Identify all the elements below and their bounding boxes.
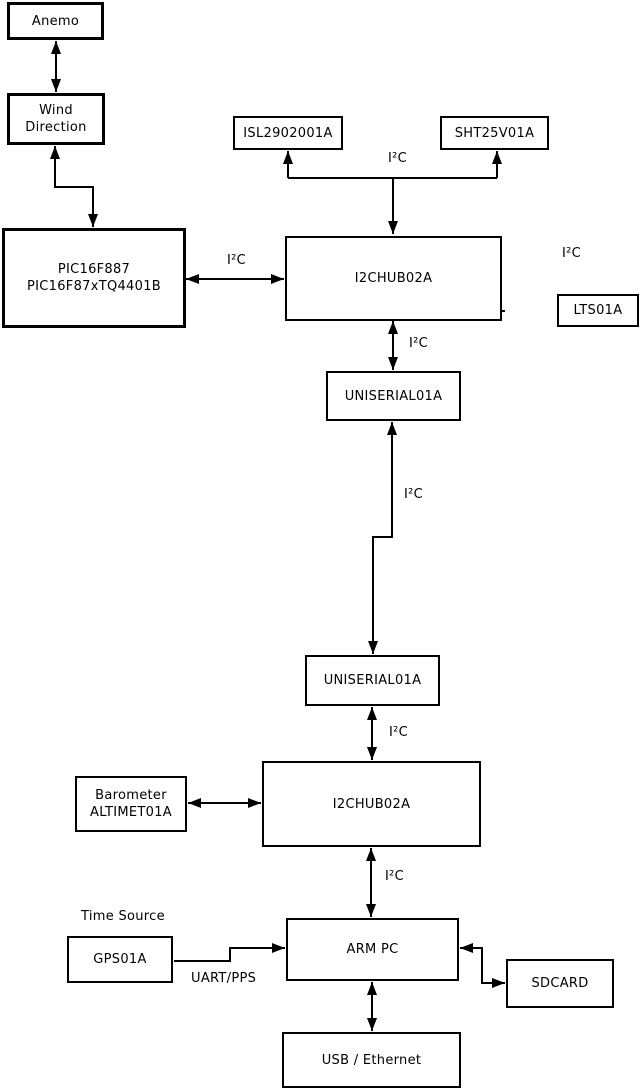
box-sht-sensor: SHT25V01A bbox=[440, 116, 549, 150]
box-label: LTS01A bbox=[573, 303, 623, 318]
label-i2c-pic-hub: I²C bbox=[227, 253, 247, 268]
connector-hub2-armpc bbox=[366, 848, 376, 917]
box-lts-sensor: LTS01A bbox=[557, 294, 639, 327]
label-i2c-uniserial2-hub2: I²C bbox=[389, 725, 409, 740]
connector-anemo-wind bbox=[51, 41, 61, 92]
connector-armpc-usb bbox=[367, 982, 377, 1031]
connector-pic-hub1 bbox=[186, 274, 284, 284]
box-isl-sensor: ISL2902001A bbox=[233, 116, 343, 150]
box-label: GPS01A bbox=[93, 952, 147, 967]
label-i2c-hub-lts: I²C bbox=[562, 246, 582, 261]
connector-hub1-uniserial1 bbox=[388, 321, 398, 370]
box-label: ARM PC bbox=[346, 942, 399, 957]
connector-uniserial2-hub2 bbox=[367, 707, 377, 760]
box-label: USB / Ethernet bbox=[321, 1052, 422, 1068]
box-label: Barometer bbox=[95, 788, 167, 803]
connector-armpc-sdcard bbox=[460, 943, 505, 988]
box-label: Direction bbox=[25, 120, 87, 135]
connector-barometer-hub2 bbox=[188, 798, 261, 808]
box-label: PIC16F87xTQ4401B bbox=[27, 279, 161, 294]
connector-gps-armpc bbox=[174, 943, 285, 962]
box-barometer: Barometer ALTIMET01A bbox=[75, 776, 187, 832]
box-sdcard: SDCARD bbox=[506, 959, 614, 1008]
box-label: Wind bbox=[39, 103, 73, 118]
box-label: I2CHUB02A bbox=[354, 271, 433, 286]
connector-hub1-sensors bbox=[283, 151, 502, 234]
label-time-source: Time Source bbox=[81, 909, 165, 924]
label-i2c-uniserial-link: I²C bbox=[404, 487, 424, 502]
label-i2c-hub2-armpc: I²C bbox=[385, 869, 405, 884]
connector-wind-pic bbox=[50, 146, 98, 227]
box-pic-mcu: PIC16F887 PIC16F87xTQ4401B bbox=[2, 228, 186, 328]
box-anemo: Anemo bbox=[7, 2, 104, 40]
connector-uniserial1-uniserial2 bbox=[368, 422, 397, 654]
box-usb-ethernet: USB / Ethernet bbox=[282, 1032, 461, 1088]
box-label: PIC16F887 bbox=[57, 262, 131, 277]
box-arm-pc: ARM PC bbox=[286, 918, 459, 981]
box-label: SHT25V01A bbox=[454, 125, 535, 141]
box-i2c-hub-1: I2CHUB02A bbox=[285, 236, 502, 321]
box-wind-direction: Wind Direction bbox=[7, 93, 105, 145]
box-label: ISL2902001A bbox=[243, 125, 333, 141]
box-label: UNISERIAL01A bbox=[344, 388, 443, 404]
label-i2c-hub1-uniserial1: I²C bbox=[409, 336, 429, 351]
label-i2c-sensors-top: I²C bbox=[388, 151, 408, 166]
box-uniserial-1: UNISERIAL01A bbox=[326, 371, 461, 421]
box-label: UNISERIAL01A bbox=[323, 673, 422, 688]
box-i2c-hub-2: I2CHUB02A bbox=[262, 761, 481, 847]
box-label: ALTIMET01A bbox=[90, 805, 172, 820]
box-label: SDCARD bbox=[531, 976, 589, 991]
box-label: Anemo bbox=[31, 13, 80, 29]
box-label: I2CHUB02A bbox=[332, 796, 411, 812]
box-uniserial-2: UNISERIAL01A bbox=[305, 655, 440, 706]
label-uart-pps: UART/PPS bbox=[191, 971, 257, 986]
box-gps: GPS01A bbox=[67, 936, 173, 983]
